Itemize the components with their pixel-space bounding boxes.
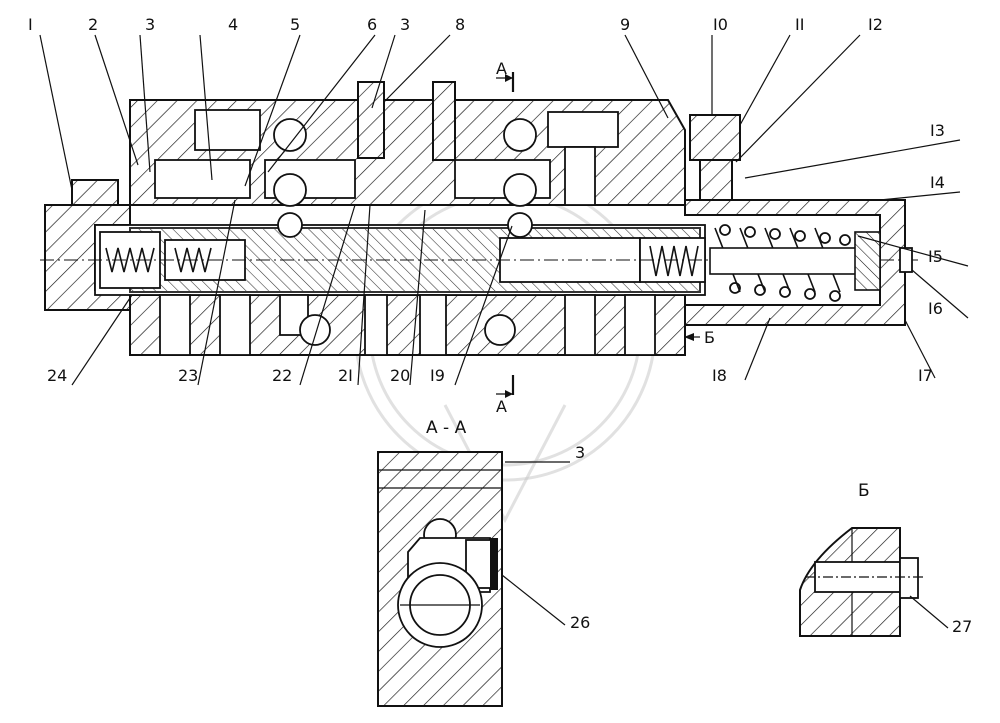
leaders-bottom [71,199,513,386]
spring-left [105,247,155,273]
callout-8: 8 [455,15,465,34]
callout-21: 2I [338,366,353,385]
callout-1: I [28,15,33,34]
callout-4: 4 [228,15,238,34]
leaders-right [744,235,969,381]
section-aa-view [377,451,570,707]
section-aa-title: А - А [426,418,467,438]
callout-6: 6 [367,15,377,34]
callout-5: 5 [290,15,300,34]
callout-13: I3 [930,121,945,140]
callout-3: 3 [145,15,155,34]
callout-19: I9 [430,366,445,385]
callout-20: 20 [390,366,410,385]
spring-inner [174,247,212,273]
callout-24: 24 [47,366,67,385]
lower-cavities [159,294,656,356]
callout-16: I6 [928,299,943,318]
callout-10: I0 [713,15,728,34]
callout-3-second: 3 [400,15,410,34]
piston-right [709,231,913,291]
callout-17: I7 [918,366,933,385]
callout-9: 9 [620,15,630,34]
view-b-title: Б [858,481,870,501]
view-b-arrow-label: Б [704,328,715,347]
callout-14: I4 [930,173,945,192]
spring-right [649,245,699,277]
section-a-bottom-label: A [496,397,507,416]
callout-26: 26 [570,613,590,632]
callout-12: I2 [868,15,883,34]
callout-3-section: 3 [575,443,585,462]
callout-18: I8 [712,366,727,385]
callout-2: 2 [88,15,98,34]
section-a-top-label: A [496,59,507,78]
spool-bore [40,224,920,296]
callout-22: 22 [272,366,292,385]
callout-23: 23 [178,366,198,385]
callout-15: I5 [928,247,943,266]
section-mark-a: A A [496,59,515,416]
callout-11: II [795,15,804,34]
view-b-detail [799,527,949,637]
leaders-top [39,34,961,201]
view-b-arrow: Б [684,328,715,347]
callout-27: 27 [952,617,972,636]
upper-cavities [154,109,619,238]
